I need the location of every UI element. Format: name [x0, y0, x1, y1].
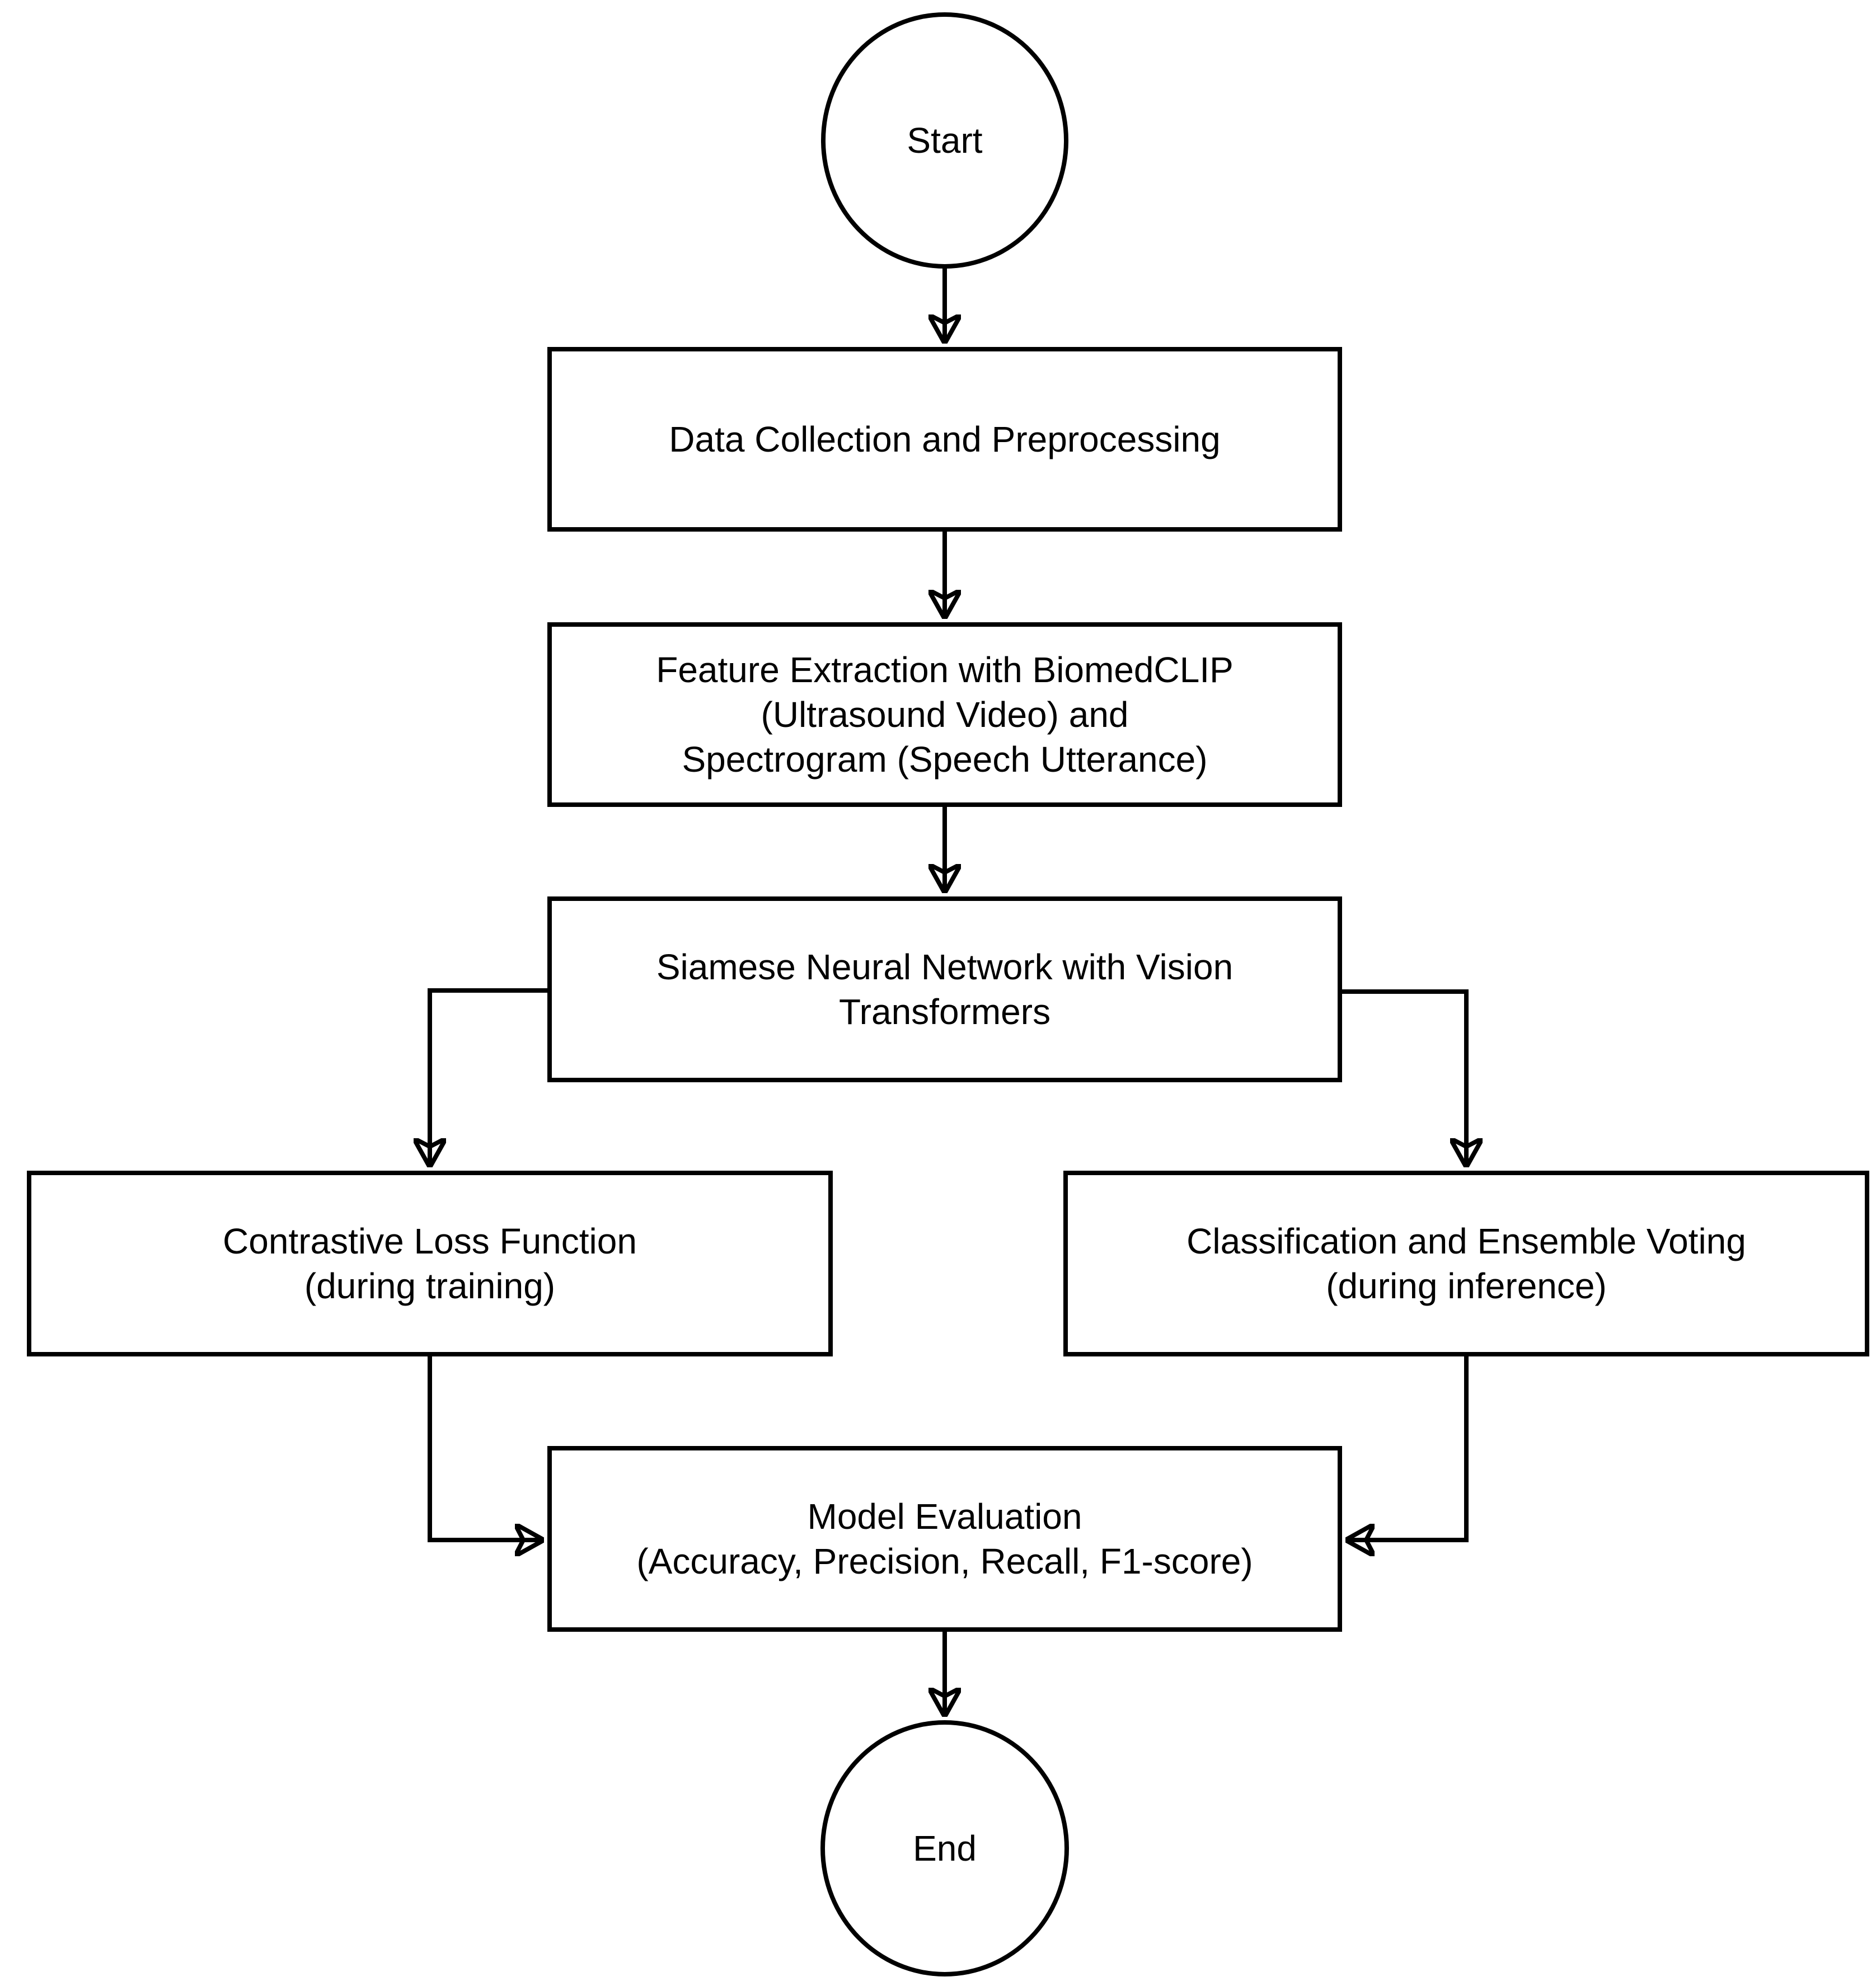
end-node: End: [820, 1720, 1069, 1976]
model-evaluation-node: Model Evaluation (Accuracy, Precision, R…: [547, 1446, 1342, 1632]
start-node: Start: [821, 12, 1068, 269]
data-collection-node: Data Collection and Preprocessing: [547, 347, 1342, 532]
feature-extraction-label-line-2: (Ultrasound Video) and: [761, 694, 1129, 735]
edge-siamese-to-contrastive-loss: [430, 988, 550, 1166]
classification-voting-label-line-1: Classification and Ensemble Voting: [1186, 1221, 1746, 1261]
contrastive-loss-node: Contrastive Loss Function (during traini…: [27, 1171, 833, 1356]
classification-voting-node: Classification and Ensemble Voting (duri…: [1063, 1171, 1869, 1356]
edge-contrastive-loss-to-evaluation: [428, 1356, 543, 1540]
contrastive-loss-label-line-2: (during training): [304, 1266, 556, 1306]
feature-extraction-label-line-3: Spectrogram (Speech Utterance): [682, 739, 1208, 780]
model-evaluation-label-line-1: Model Evaluation: [807, 1496, 1082, 1537]
start-label: Start: [907, 120, 983, 161]
siamese-network-label-line-2: Transformers: [838, 992, 1051, 1032]
feature-extraction-node: Feature Extraction with BiomedCLIP (Ultr…: [547, 622, 1342, 807]
edge-siamese-to-classification: [1340, 989, 1466, 1166]
classification-voting-label-line-2: (during inference): [1326, 1266, 1607, 1306]
end-label: End: [913, 1828, 977, 1868]
edge-classification-to-evaluation: [1347, 1356, 1469, 1540]
data-collection-label: Data Collection and Preprocessing: [669, 419, 1221, 459]
siamese-network-node: Siamese Neural Network with Vision Trans…: [547, 896, 1342, 1082]
contrastive-loss-label-line-1: Contrastive Loss Function: [223, 1221, 637, 1261]
siamese-network-label-line-1: Siamese Neural Network with Vision: [656, 947, 1234, 987]
model-evaluation-label-line-2: (Accuracy, Precision, Recall, F1-score): [636, 1541, 1253, 1581]
feature-extraction-label-line-1: Feature Extraction with BiomedCLIP: [656, 650, 1234, 690]
